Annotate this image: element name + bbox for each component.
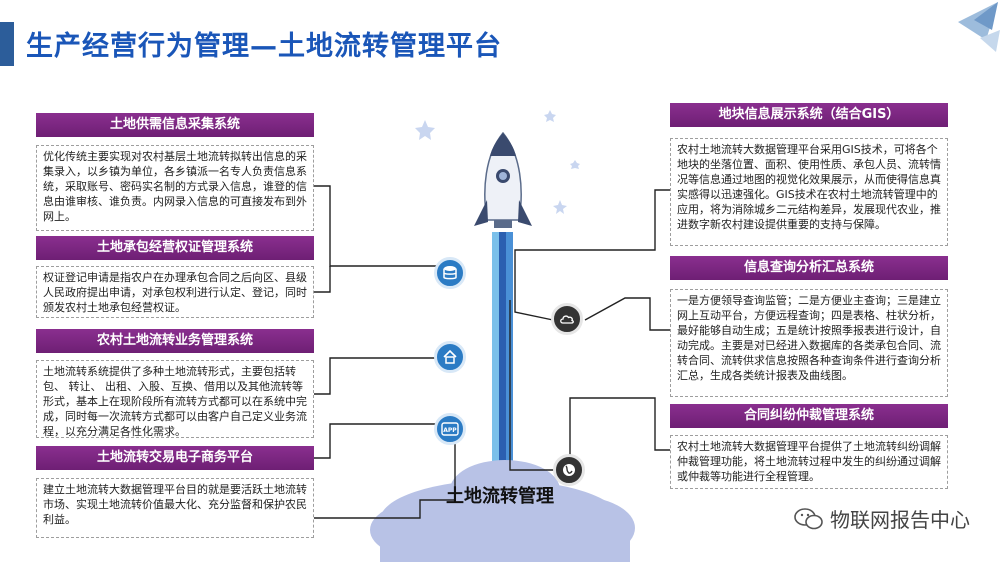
page-title: 生产经营行为管理—土地流转管理平台	[26, 31, 502, 62]
cloud-node[interactable]	[551, 303, 583, 335]
system-title-arbitration: 合同纠纷仲裁管理系统	[670, 404, 948, 428]
system-text-ecommerce: 建立土地流转大数据管理平台目的就是要活跃土地流转市场、实现土地流转价值最大化、充…	[36, 478, 314, 538]
svg-text:APP: APP	[443, 427, 457, 434]
wechat-icon	[794, 507, 823, 529]
system-title-contract-cert: 土地承包经营权证管理系统	[36, 236, 314, 260]
watermark-text: 物联网报告中心	[830, 508, 970, 532]
database-icon	[443, 266, 457, 280]
system-title-ecommerce: 土地流转交易电子商务平台	[36, 446, 314, 470]
system-title-land-supply: 土地供需信息采集系统	[36, 113, 314, 137]
app-node[interactable]: APP	[434, 413, 466, 445]
system-title-business: 农村土地流转业务管理系统	[36, 329, 314, 353]
system-title-query: 信息查询分析汇总系统	[670, 256, 948, 280]
system-text-query: 一是方便领导查询监管；二是方便业主查询；三是建立网上互动平台，方便远程查询；四是…	[670, 289, 948, 397]
title-accent-bar	[0, 22, 14, 66]
system-title-gis: 地块信息展示系统（结合GIS）	[670, 103, 948, 127]
rocket-icon	[474, 131, 532, 228]
database-node[interactable]	[434, 257, 466, 289]
system-text-business: 土地流转系统提供了多种土地流转形式，主要包括转包、 转让、 出租、入股、互换、借…	[36, 360, 314, 438]
house-node[interactable]	[434, 341, 466, 373]
cloud-icon	[560, 315, 574, 324]
system-text-arbitration: 农村土地流转大数据管理平台提供了土地流转纠纷调解仲裁管理功能，将土地流转过程中发…	[670, 435, 948, 489]
globe-icon	[563, 464, 575, 476]
system-text-gis: 农村土地流转大数据管理平台采用GIS技术，可将各个地块的坐落位置、面积、使用性质…	[670, 138, 948, 246]
watermark: 物联网报告中心	[794, 504, 970, 533]
app-icon: APP	[441, 422, 459, 436]
corner-triangle-decoration	[958, 2, 1000, 52]
system-text-contract-cert: 权证登记申请是指农户在办理承包合同之后向区、县级人民政府提出申请，对承包权利进行…	[36, 266, 314, 318]
system-text-land-supply: 优化传统主要实现对农村基层土地流转拟转出信息的采集录入，以乡镇为单位，各乡镇派一…	[36, 145, 314, 231]
globe-node[interactable]	[553, 454, 585, 486]
house-icon	[443, 349, 457, 364]
center-label: 土地流转管理	[446, 486, 554, 507]
